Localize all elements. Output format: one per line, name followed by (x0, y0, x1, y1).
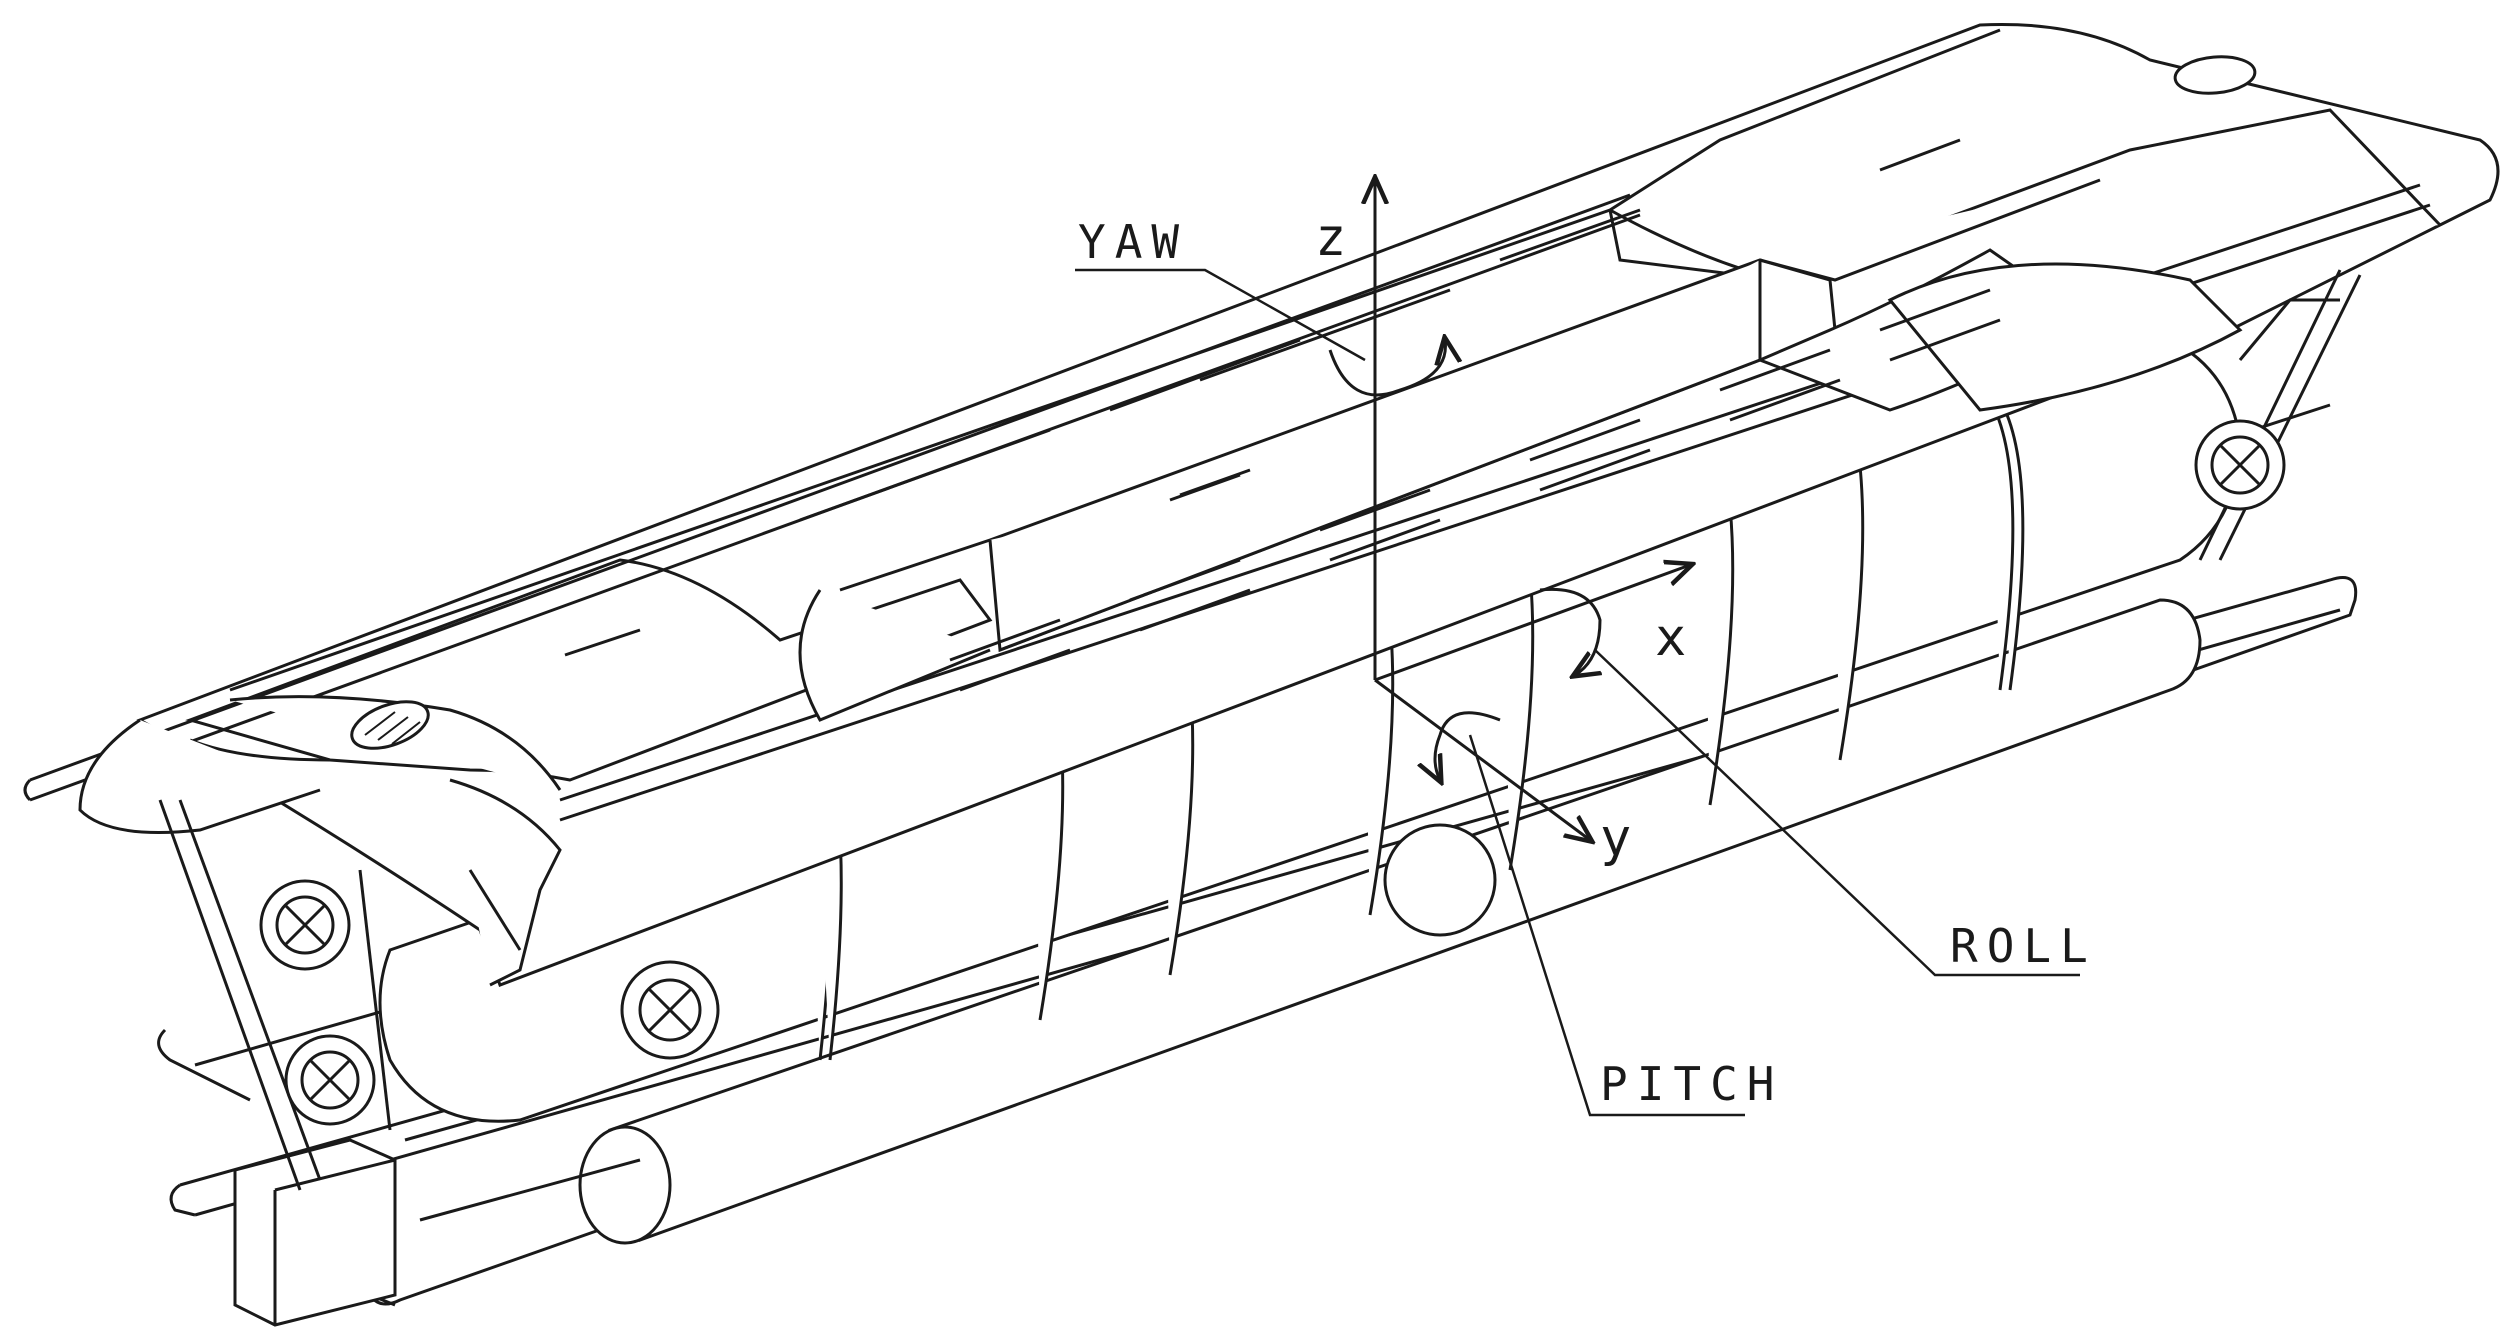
ladder-rungs (949, 288, 2001, 692)
thruster-side (620, 960, 720, 1060)
yaw-label: YAW (1078, 215, 1188, 269)
pitch-arc (1435, 711, 1501, 780)
hatch-stripes (364, 711, 421, 745)
roll-arc (1539, 587, 1600, 675)
skid-front-block (233, 1138, 397, 1327)
yaw-arc (1328, 340, 1445, 397)
thrusters (259, 419, 2286, 1126)
y-axis-arrow (1374, 678, 1590, 840)
roll-leader (1594, 649, 2080, 977)
thruster-front-lower (284, 1034, 376, 1126)
y-axis-label: y (1600, 808, 1631, 868)
callout-leaders (1075, 268, 2080, 1117)
x-axis-label: x (1655, 608, 1686, 668)
upper-frame (23, 22, 2500, 987)
roll-label: ROLL (1950, 919, 2097, 973)
x-axis-arrow (1374, 565, 1690, 682)
thruster-aft (2194, 419, 2286, 511)
z-axis-label: z (1315, 208, 1346, 268)
yaw-leader (1075, 268, 1366, 362)
deck-marks (564, 138, 1961, 657)
pitch-leader (1468, 734, 1745, 1117)
lower-tubes (404, 598, 2202, 1245)
coordinate-axes (1375, 180, 1690, 840)
pitch-label: PITCH (1600, 1057, 1783, 1111)
rotation-arcs (1328, 340, 1600, 780)
thruster-front-upper (259, 879, 351, 971)
support-struts (158, 269, 2362, 1191)
